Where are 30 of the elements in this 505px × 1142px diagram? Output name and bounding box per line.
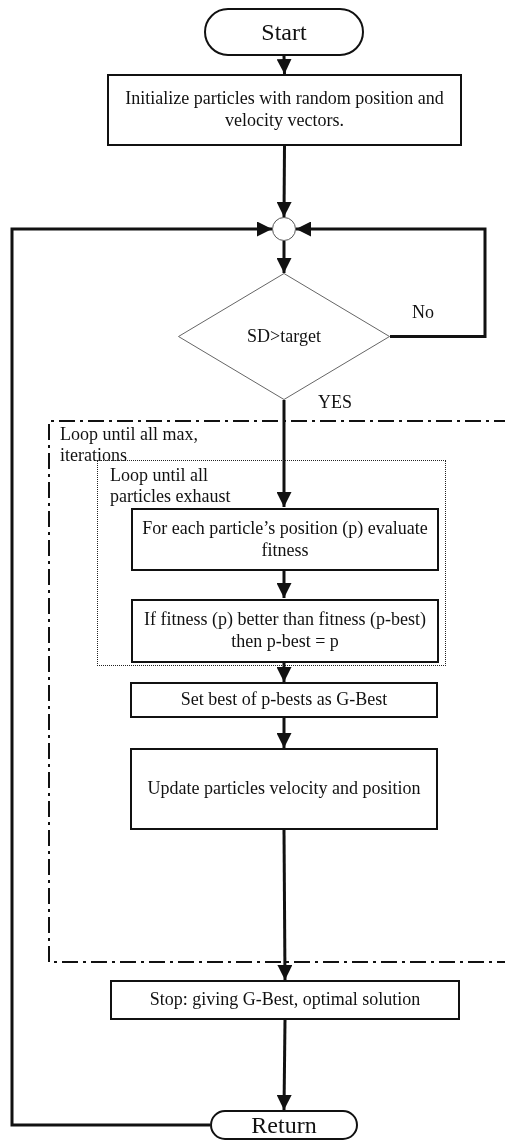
node-text: Update particles velocity and position (147, 778, 421, 800)
arrow (10, 221, 272, 1127)
process-box (130, 748, 438, 830)
arrow (276, 146, 292, 217)
node-text: If fitness (p) better than fitness (p-best) then p-best = p (143, 609, 427, 653)
inner-loop-region (97, 460, 446, 666)
process-box (107, 74, 462, 146)
arrow (276, 400, 292, 507)
node-text: Return (251, 1110, 317, 1140)
process-box (131, 508, 439, 571)
arrow (276, 718, 292, 748)
arrow (277, 830, 293, 980)
terminal (204, 8, 364, 56)
terminal (210, 1110, 358, 1140)
arrow (296, 221, 487, 338)
node-text: Stop: giving G-Best, optimal solution (149, 989, 421, 1011)
process-box (110, 980, 460, 1020)
node-text: For each particle’s position (p) evaluate fitness (141, 517, 429, 562)
loop-region (48, 420, 505, 963)
arrow (276, 55, 292, 75)
arrow (276, 570, 292, 598)
arrow (276, 1020, 292, 1110)
node-text: Start (261, 17, 307, 47)
node-text: SD>target (247, 325, 321, 348)
node-text: Initialize particles with random position and velocity vectors. (124, 88, 445, 132)
process-box (130, 682, 438, 718)
arrow (276, 662, 292, 682)
process-box (131, 599, 439, 663)
node-text: Set best of p-bests as G-Best (180, 689, 388, 711)
arrow (276, 241, 292, 273)
